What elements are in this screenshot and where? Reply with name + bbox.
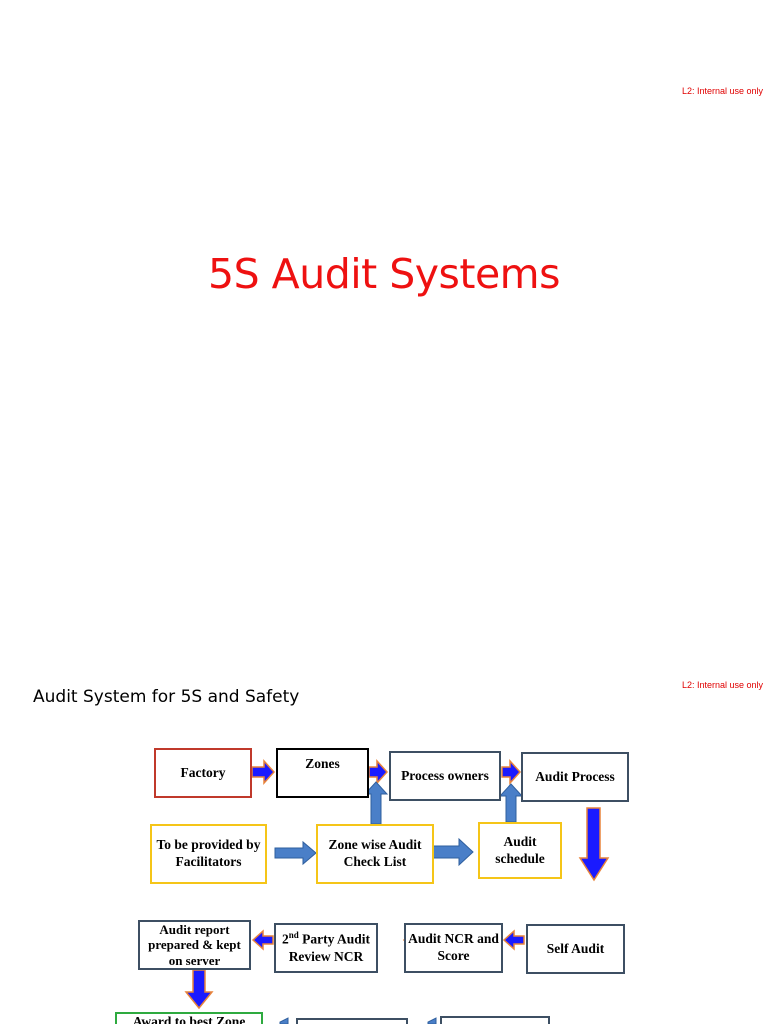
arrow-factory-zones xyxy=(251,759,276,785)
arrow-process-owners-audit-process xyxy=(501,759,522,785)
award-box: Award to best Zone xyxy=(115,1012,263,1024)
second-party-number: 2 xyxy=(281,931,289,947)
self-audit-box: Self Audit xyxy=(526,924,625,974)
slide-title: Audit System for 5S and Safety xyxy=(33,687,300,707)
audit-flow-slide: L2: Internal use only Audit System for 5… xyxy=(0,640,768,1024)
arrow-self-audit-ncr-score xyxy=(502,929,525,951)
factory-box: Factory xyxy=(154,748,252,798)
facilitators-box: To be provided by Facilitators xyxy=(150,824,267,884)
ncr-score-box: Audit NCR and Score xyxy=(404,923,503,973)
partial-box-left xyxy=(296,1018,408,1024)
arrow-schedule-process-owners xyxy=(498,783,524,823)
arrow-report-award xyxy=(184,969,214,1010)
slide-title: 5S Audit Systems xyxy=(208,250,560,298)
arrow-audit-process-self-audit xyxy=(578,807,610,882)
report-box: Audit report prepared & kept on server xyxy=(138,920,251,970)
process-owners-box: Process owners xyxy=(389,751,501,801)
audit-process-box: Audit Process xyxy=(521,752,629,802)
second-party-text: Party Audit Review NCR xyxy=(288,931,371,964)
internal-use-label: L2: Internal use only xyxy=(681,86,763,96)
schedule-box: Audit schedule xyxy=(478,822,562,879)
second-party-ordinal: nd xyxy=(288,930,299,941)
arrow-zones-process-owners xyxy=(368,759,389,785)
arrow-checklist-schedule xyxy=(432,837,474,867)
zones-box: Zones xyxy=(276,748,369,798)
arrow-second-party-report xyxy=(251,929,274,951)
partial-box-right xyxy=(440,1016,550,1024)
internal-use-label: L2: Internal use only xyxy=(681,680,763,690)
checklist-box: Zone wise Audit Check List xyxy=(316,824,434,884)
second-party-box: 2nd Party Audit Review NCR xyxy=(274,923,378,973)
arrow-facilitators-checklist xyxy=(274,840,317,866)
title-slide: L2: Internal use only 5S Audit Systems xyxy=(208,86,763,298)
